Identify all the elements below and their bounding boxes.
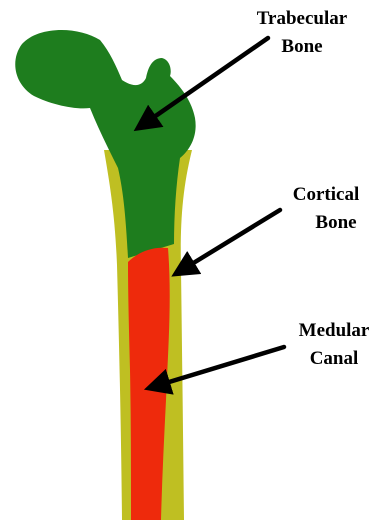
trabecular-bone-label-line2: Bone bbox=[281, 36, 322, 57]
medullary-canal-label-line2: Canal bbox=[310, 348, 359, 369]
medullary-canal-label-line1: Medular bbox=[299, 320, 370, 341]
cortical-bone-label-line2: Bone bbox=[315, 212, 356, 233]
trabecular-bone-label-line1: Trabecular bbox=[257, 8, 348, 29]
cortical-bone-label-line1: Cortical bbox=[293, 184, 359, 205]
cortical-bone-arrow bbox=[182, 210, 280, 270]
trabecular-bone-region bbox=[15, 30, 195, 258]
